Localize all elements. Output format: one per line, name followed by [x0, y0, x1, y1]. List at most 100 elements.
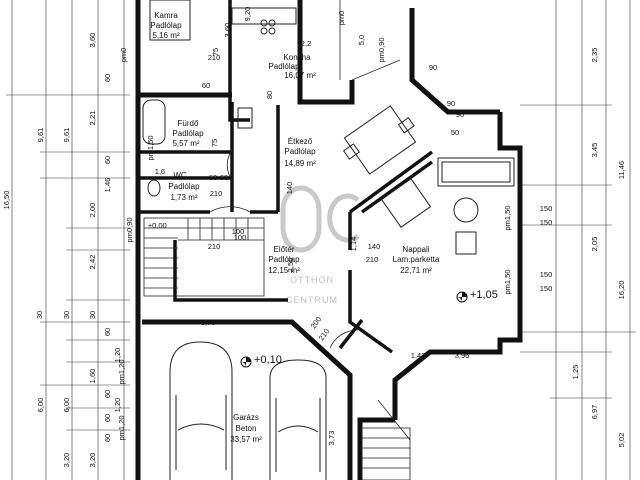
- room-garazs: Garázs Beton 33,57 m²: [230, 413, 262, 444]
- dimension-label: 6,00: [36, 398, 45, 413]
- room-wc: WC Padlólap 1,73 m²: [168, 171, 200, 202]
- dimension-texts-windows: pm0pm0pm1,50pm1,20pm1,20pm0,90pm0,90pm1,…: [117, 11, 512, 441]
- dimension-label: 210: [208, 242, 221, 251]
- dimension-label: 3,75: [201, 318, 216, 327]
- room-konyha-name: Konyha: [283, 53, 311, 62]
- dimension-label: 60: [103, 74, 112, 82]
- room-etkezo: Étkező Padlólap 14,89 m²: [284, 137, 316, 168]
- dimension-label: 1,46: [103, 178, 112, 193]
- room-labels: Kamra Padlólap 5,16 m² Konyha Padlólap 1…: [150, 11, 439, 444]
- watermark-c-shape: [327, 193, 360, 243]
- room-garazs-name: Garázs: [233, 413, 259, 422]
- room-furdo-floor: Padlólap: [172, 129, 204, 138]
- room-nappali: Nappali Lam.parketta 22,71 m²: [393, 245, 440, 275]
- door-swings: [209, 0, 411, 441]
- dimension-label: 210: [317, 327, 332, 342]
- room-kamra-area: 5,16 m²: [152, 31, 179, 40]
- dimension-label: 60: [103, 390, 112, 398]
- dimension-label: 2,00: [88, 203, 97, 218]
- dimension-label: 30: [88, 311, 97, 319]
- dimension-label: 16,20: [617, 281, 626, 300]
- dimension-label: 2,35: [590, 48, 599, 63]
- room-kamra-name: Kamra: [154, 11, 178, 20]
- room-etkezo-name: Étkező: [288, 137, 313, 146]
- dimension-label: pm1,50: [146, 135, 155, 160]
- dimension-label: 30: [62, 311, 71, 319]
- dimension-label: 3,20: [62, 453, 71, 468]
- room-nappali-floor: Lam.parketta: [393, 255, 440, 264]
- room-konyha-area: 16,07 m²: [284, 71, 316, 80]
- dimension-label: 60: [103, 414, 112, 422]
- dimension-label: 9,61: [36, 128, 45, 143]
- dimension-label: 1,14: [349, 237, 358, 252]
- dimension-label: 60: [103, 328, 112, 336]
- car-icon-left: [169, 341, 233, 480]
- dimension-label: 150: [540, 284, 553, 293]
- dimension-label: pm0,90: [125, 217, 134, 242]
- sofa-icon: [437, 157, 515, 187]
- dimension-label: 2,42: [88, 255, 97, 270]
- room-garazs-area: 33,57 m²: [230, 435, 262, 444]
- dimension-label: pm0: [119, 48, 128, 63]
- coffee-table-icon: [453, 197, 479, 223]
- dimension-label: 150: [540, 270, 553, 279]
- dimension-label: 30: [35, 311, 44, 319]
- stove-icon: [260, 19, 276, 35]
- dimension-lines-right: [520, 0, 636, 480]
- dimension-label: 140: [368, 242, 381, 251]
- dimension-label: 100: [234, 233, 247, 242]
- dimension-label: 2,56: [286, 258, 295, 273]
- dimension-label: 50: [451, 128, 459, 137]
- room-kamra-floor: Padlólap: [150, 21, 182, 30]
- dimension-label: 5,0: [357, 35, 366, 45]
- dimension-label: pm1,50: [503, 205, 512, 230]
- room-wc-area: 1,73 m²: [170, 193, 197, 202]
- room-etkezo-area: 14,89 m²: [284, 159, 316, 168]
- outer-walls: [135, 0, 523, 480]
- dimension-label: 5,02: [617, 433, 626, 448]
- dimension-label: 210: [208, 53, 221, 62]
- dimension-label: 60: [103, 434, 112, 442]
- dimension-label: 60: [209, 173, 217, 182]
- staircase: [143, 217, 411, 480]
- dimension-label: 200: [309, 315, 324, 330]
- armchair-icon: [380, 178, 432, 228]
- dimension-label: 1,6: [155, 167, 165, 176]
- dimension-label: 9,20: [243, 7, 252, 22]
- dimension-label: pm0: [337, 11, 346, 26]
- dimension-label: 2,2: [301, 39, 311, 48]
- dimension-label: 60: [103, 156, 112, 164]
- room-furdo: Fürdő Padlólap 5,57 m²: [172, 119, 204, 148]
- dimension-label: pm1,50: [503, 269, 512, 294]
- dimension-label: 100: [232, 227, 245, 236]
- room-wc-name: WC: [173, 171, 187, 180]
- dimension-label: 75: [211, 48, 220, 56]
- dimension-label: 1,20: [113, 348, 122, 363]
- dimension-label: 80: [265, 91, 274, 99]
- level-garazs: +0,10: [254, 354, 282, 366]
- dimension-label: 210: [210, 189, 223, 198]
- dimension-label: pm1,20: [117, 359, 126, 384]
- watermark-line1: OTTHON: [290, 275, 334, 285]
- dining-table-icon: [342, 105, 417, 175]
- dimension-label: 3,20: [88, 453, 97, 468]
- watermark-line2: CENTRUM: [286, 295, 338, 305]
- toilet-icon: [147, 179, 161, 197]
- level-marker-icon: [456, 291, 468, 303]
- level-nappali: +1,05: [470, 289, 498, 301]
- level-stairs: ±0,00: [148, 221, 167, 230]
- dimension-label: 3,96: [455, 351, 470, 360]
- dimension-label: 6,00: [62, 398, 71, 413]
- level-marker-icon-garage: [240, 356, 252, 368]
- dimension-label: 150: [540, 218, 553, 227]
- dimension-label: 16,50: [2, 191, 11, 210]
- room-eloter: Előtér Padlólap 12,15 m²: [268, 245, 300, 275]
- dimension-label: 1,42: [411, 351, 426, 360]
- room-eloter-floor: Padlólap: [268, 255, 300, 264]
- dimension-label: 90: [456, 110, 464, 119]
- dimension-texts-left-outer: 16,50: [2, 191, 11, 210]
